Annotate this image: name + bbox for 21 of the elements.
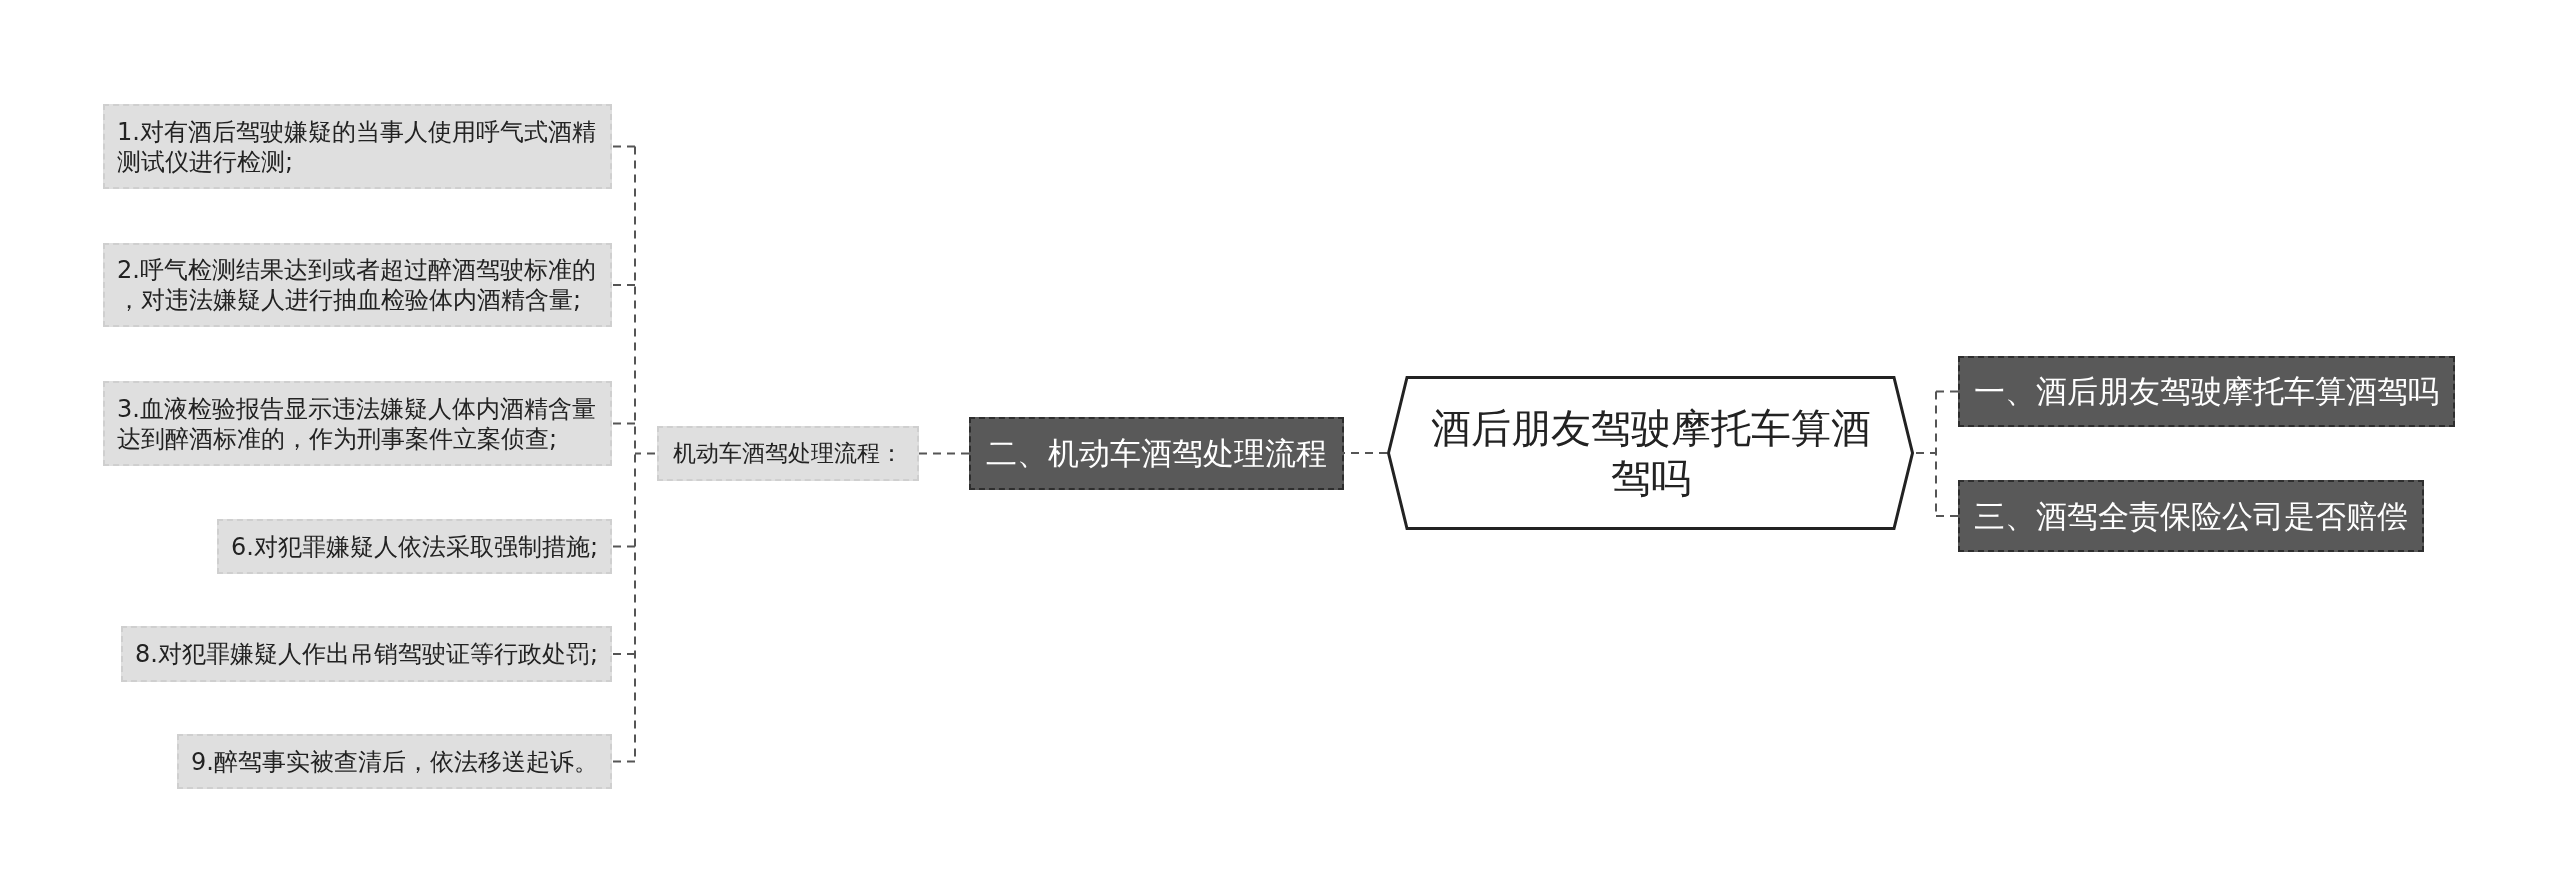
- detail-node: 3.血液检验报告显示违法嫌疑人体内酒精含量达到醉酒标准的，作为刑事案件立案侦查;: [103, 381, 612, 466]
- connector-line: [1935, 390, 1959, 393]
- detail-node: 1.对有酒后驾驶嫌疑的当事人使用呼气式酒精测试仪进行检测;: [103, 104, 612, 189]
- connector-line: [611, 422, 636, 425]
- subtopic-node: 三、酒驾全责保险公司是否赔偿: [1958, 480, 2424, 552]
- subtopic-node: 二、机动车酒驾处理流程: [969, 417, 1344, 490]
- connector-line: [1935, 515, 1959, 517]
- connector-line: [611, 284, 636, 286]
- connector-line: [611, 760, 636, 763]
- connector-line: [918, 452, 970, 455]
- connector-line: [611, 545, 636, 548]
- central-topic: [1387, 376, 1914, 530]
- detail-node: 6.对犯罪嫌疑人依法采取强制措施;: [217, 519, 612, 574]
- detail-node: 机动车酒驾处理流程：: [657, 426, 919, 481]
- connector-line: [611, 653, 636, 655]
- detail-node: 9.醉驾事实被查清后，依法移送起诉。: [177, 734, 612, 789]
- subtopic-node: 一、酒后朋友驾驶摩托车算酒驾吗: [1958, 356, 2455, 427]
- detail-node: 2.呼气检测结果达到或者超过醉酒驾驶标准的，对违法嫌疑人进行抽血检验体内酒精含量;: [103, 243, 612, 327]
- connector-line: [611, 145, 636, 148]
- detail-node: 8.对犯罪嫌疑人作出吊销驾驶证等行政处罚;: [121, 626, 612, 682]
- topic-title: 酒后朋友驾驶摩托车算酒驾吗: [1429, 404, 1872, 503]
